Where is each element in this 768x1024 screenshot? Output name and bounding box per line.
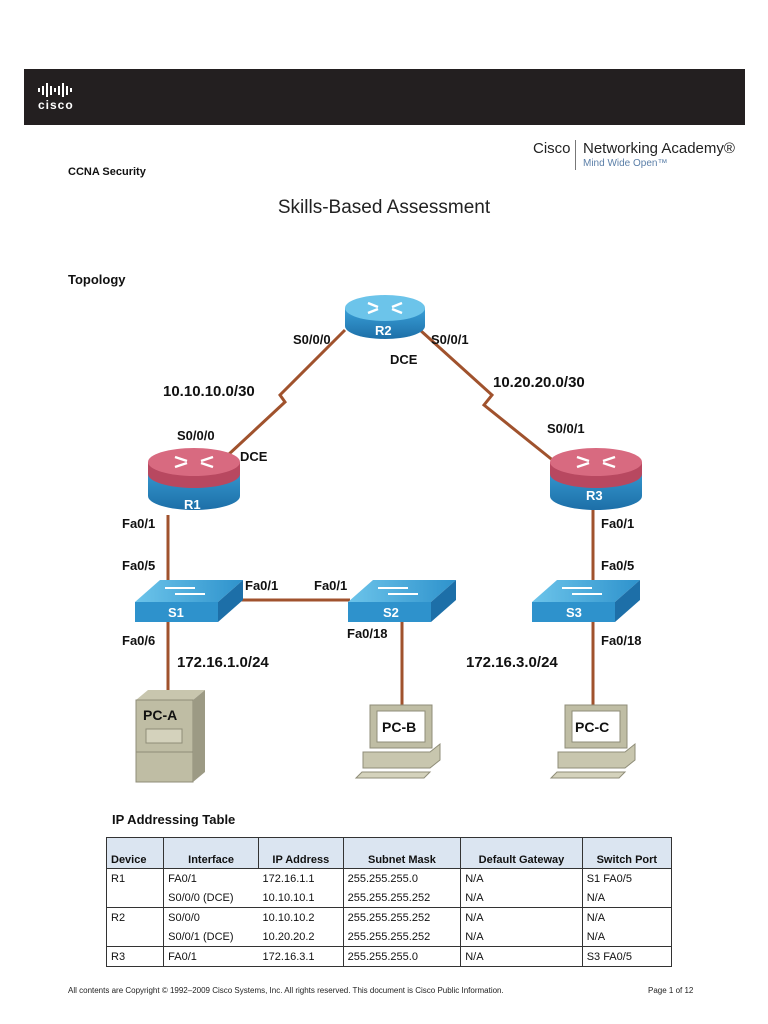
table-row: R3 FA0/1 172.16.3.1 255.255.255.0 N/A S3… xyxy=(105,946,673,967)
switch-s3-icon xyxy=(532,580,640,622)
port-label-s2-fa018: Fa0/18 xyxy=(347,626,387,641)
academy-tagline: Mind Wide Open™ xyxy=(583,158,668,169)
document-title: Skills-Based Assessment xyxy=(277,197,491,218)
link-r1-r2 xyxy=(226,328,347,457)
cell-gateway: N/A xyxy=(460,927,583,947)
cell-gateway: N/A xyxy=(460,907,583,927)
device-label-s1: S1 xyxy=(168,605,184,620)
cell-interface: S0/0/0 xyxy=(163,907,259,927)
cell-device xyxy=(105,927,165,947)
copyright-footer: All contents are Copyright © 1992–2009 C… xyxy=(68,986,504,995)
network-label-lan1: 172.16.1.0/24 xyxy=(177,654,269,671)
cell-ip: 172.16.3.1 xyxy=(258,946,344,967)
ip-table-heading: IP Addressing Table xyxy=(112,812,236,827)
port-label-r3-s001: S0/0/1 xyxy=(547,421,585,436)
device-label-s2: S2 xyxy=(383,605,399,620)
network-label-r2-r3: 10.20.20.0/30 xyxy=(493,374,585,391)
column-header: Interface xyxy=(163,837,260,869)
device-label-pc-b: PC-B xyxy=(382,719,416,735)
network-label-lan3: 172.16.3.0/24 xyxy=(466,654,558,671)
port-label-r1-fa01: Fa0/1 xyxy=(122,516,155,531)
cell-gateway: N/A xyxy=(460,888,583,908)
cell-ip: 10.10.10.1 xyxy=(258,888,344,908)
device-label-r3: R3 xyxy=(586,488,603,503)
port-label-s2-fa01: Fa0/1 xyxy=(314,578,347,593)
academy-divider xyxy=(575,140,576,170)
cell-device: R2 xyxy=(105,907,165,927)
column-header: IP Address xyxy=(258,837,344,869)
cell-interface: S0/0/1 (DCE) xyxy=(163,927,259,947)
device-label-pc-a: PC-A xyxy=(143,707,177,723)
port-label-r2-s001: S0/0/1 xyxy=(431,332,469,347)
port-label-s1-fa05: Fa0/5 xyxy=(122,558,155,573)
column-header: Subnet Mask xyxy=(342,837,462,869)
device-label-s3: S3 xyxy=(566,605,582,620)
device-label-pc-c: PC-C xyxy=(575,719,609,735)
cell-mask: 255.255.255.0 xyxy=(342,946,462,967)
port-label-s1-fa01: Fa0/1 xyxy=(245,578,278,593)
course-name: CCNA Security xyxy=(68,166,146,178)
cell-switch-port: N/A xyxy=(581,907,673,927)
port-label-s3-fa05: Fa0/5 xyxy=(601,558,634,573)
table-header-row: Device Interface IP Address Subnet Mask … xyxy=(105,837,673,869)
device-label-r2: R2 xyxy=(375,323,392,338)
cisco-logo-text: cisco xyxy=(38,98,74,112)
academy-name: Networking Academy® xyxy=(583,140,735,157)
pc-b-computer-icon xyxy=(354,704,441,779)
column-header: Device xyxy=(105,837,165,869)
router-r2-icon xyxy=(345,295,425,339)
cell-mask: 255.255.255.252 xyxy=(342,888,462,908)
cell-mask: 255.255.255.252 xyxy=(342,907,462,927)
cell-mask: 255.255.255.252 xyxy=(342,927,462,947)
cell-switch-port: N/A xyxy=(581,927,673,947)
port-label-r1-s000: S0/0/0 xyxy=(177,428,215,443)
port-label-r2-s000: S0/0/0 xyxy=(293,332,331,347)
cell-gateway: N/A xyxy=(460,946,583,967)
cisco-logo: cisco xyxy=(38,83,98,113)
cell-switch-port: S1 FA0/5 xyxy=(581,868,673,888)
topology-diagram: R2 R1 R3 S1 S2 S3 xyxy=(122,295,642,783)
academy-brand: Cisco xyxy=(533,140,571,157)
page-number: Page 1 of 12 xyxy=(648,986,694,995)
table-row: R2 S0/0/0 10.10.10.2 255.255.255.252 N/A… xyxy=(105,907,673,927)
switch-s1-icon xyxy=(135,580,243,622)
pc-c-computer-icon xyxy=(549,704,636,779)
cell-mask: 255.255.255.0 xyxy=(342,868,462,888)
cell-ip: 172.16.1.1 xyxy=(258,868,344,888)
port-label-s1-fa06: Fa0/6 xyxy=(122,633,155,648)
cell-interface: FA0/1 xyxy=(163,868,259,888)
topology-heading: Topology xyxy=(68,272,126,287)
switch-s2-icon xyxy=(348,580,456,622)
cell-switch-port: S3 FA0/5 xyxy=(581,946,673,967)
port-label-r1-dce: DCE xyxy=(240,449,268,464)
link-r2-r3 xyxy=(418,328,556,464)
cell-device: R3 xyxy=(105,946,165,967)
cisco-header-banner: cisco xyxy=(24,69,745,125)
cell-ip: 10.20.20.2 xyxy=(258,927,344,947)
pc-a-tower-icon xyxy=(135,690,205,783)
column-header: Default Gateway xyxy=(460,837,583,869)
router-r1-icon xyxy=(148,448,240,510)
table-row: S0/0/1 (DCE) 10.20.20.2 255.255.255.252 … xyxy=(105,927,673,947)
cell-interface: FA0/1 xyxy=(163,946,259,967)
table-row: S0/0/0 (DCE) 10.10.10.1 255.255.255.252 … xyxy=(105,888,673,908)
column-header: Switch Port xyxy=(581,837,673,869)
cell-ip: 10.10.10.2 xyxy=(258,907,344,927)
port-label-s3-fa018: Fa0/18 xyxy=(601,633,641,648)
device-label-r1: R1 xyxy=(184,497,201,512)
port-label-r2-dce: DCE xyxy=(390,352,418,367)
cell-device xyxy=(105,888,165,908)
cell-device: R1 xyxy=(105,868,165,888)
cell-interface: S0/0/0 (DCE) xyxy=(163,888,259,908)
cell-gateway: N/A xyxy=(460,868,583,888)
port-label-r3-fa01: Fa0/1 xyxy=(601,516,634,531)
table-row: R1 FA0/1 172.16.1.1 255.255.255.0 N/A S1… xyxy=(105,868,673,888)
network-label-r1-r2: 10.10.10.0/30 xyxy=(163,383,255,400)
cisco-logo-bars-icon xyxy=(38,83,98,97)
router-r3-icon xyxy=(550,448,642,510)
ip-addressing-table: Device Interface IP Address Subnet Mask … xyxy=(105,837,673,967)
cell-switch-port: N/A xyxy=(581,888,673,908)
